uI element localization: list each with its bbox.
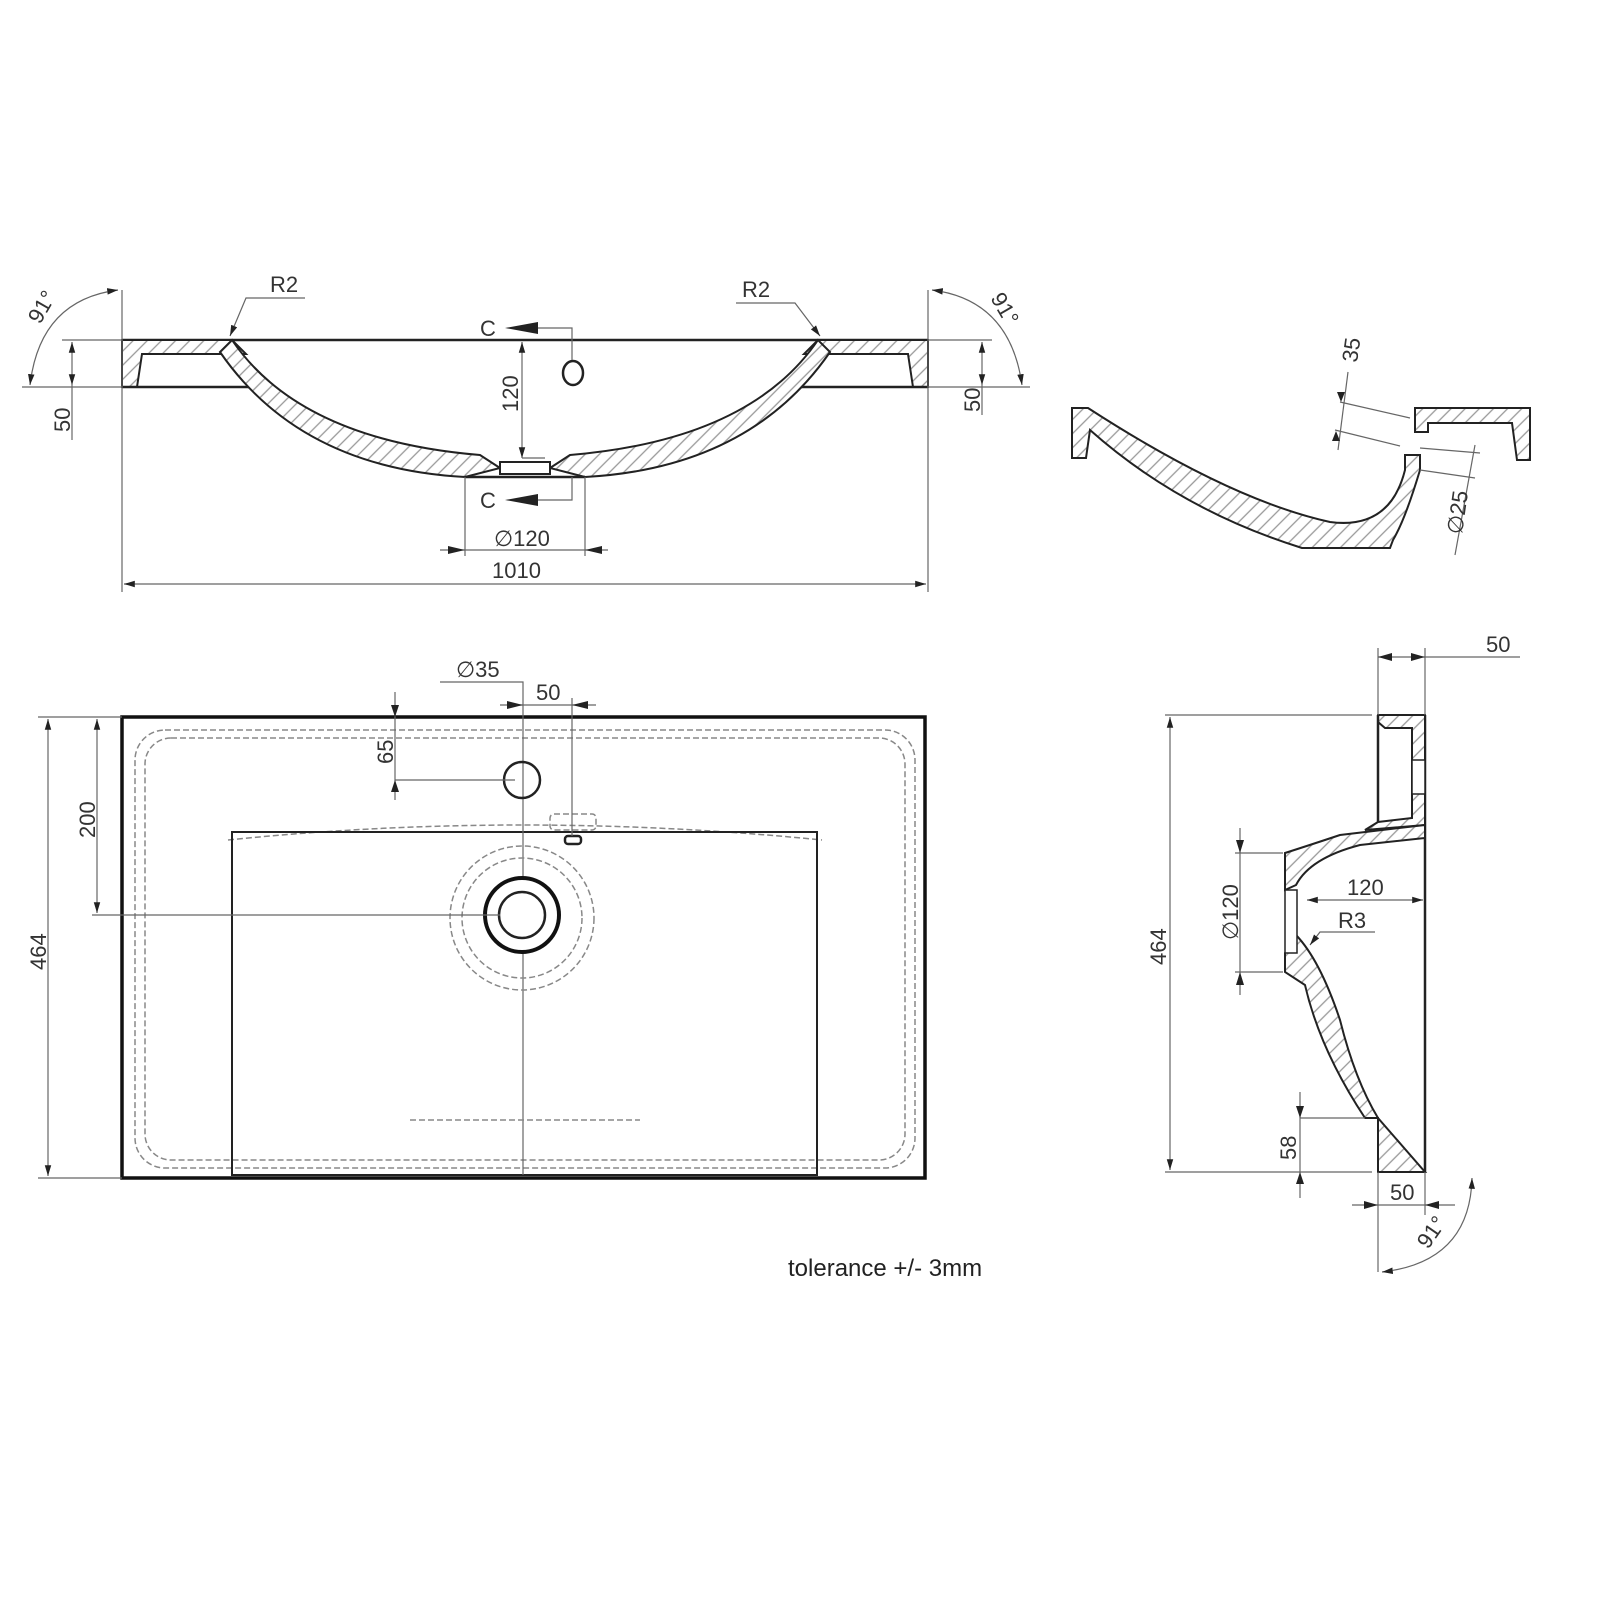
bowl-wall-left bbox=[218, 338, 503, 479]
section-line-top bbox=[538, 327, 573, 360]
overflow-ext-2 bbox=[1334, 429, 1401, 447]
radius-left-label: R2 bbox=[270, 272, 298, 297]
overflow-dim-arrows bbox=[1332, 392, 1345, 441]
hidden-inner-edge-1 bbox=[134, 729, 916, 1169]
section-arrow-bottom bbox=[505, 494, 538, 506]
drain-offset-label: 200 bbox=[75, 801, 100, 838]
drain-diameter-label: ∅120 bbox=[494, 526, 550, 551]
radius-right-label: R2 bbox=[742, 277, 770, 302]
section-c-bowl-profile bbox=[1071, 407, 1421, 549]
tolerance-note: tolerance +/- 3mm bbox=[788, 1255, 982, 1282]
overall-width-label: 1010 bbox=[492, 558, 541, 583]
tap-hole bbox=[561, 359, 585, 387]
rim-height-right-label: 50 bbox=[960, 388, 985, 412]
section-c-view: 35 ∅25 bbox=[1071, 336, 1531, 556]
side-drain-opening bbox=[1284, 889, 1298, 954]
angle-arc-right bbox=[931, 288, 1024, 386]
overflow-ext-1 bbox=[1339, 401, 1411, 419]
overflow-dia-line bbox=[1454, 444, 1476, 556]
side-section-view: 50 464 ∅120 120 R3 58 50 91° bbox=[1146, 632, 1520, 1274]
radius-leader bbox=[1309, 931, 1375, 946]
side-angle-arc bbox=[1381, 1177, 1475, 1274]
tap-diameter-leader bbox=[440, 681, 524, 700]
overflow-dia-ext-2 bbox=[1419, 469, 1476, 479]
bowl-outline bbox=[231, 831, 818, 1176]
side-drain-diameter-label: ∅120 bbox=[1218, 884, 1243, 940]
angle-right-label: 91° bbox=[986, 288, 1024, 329]
drain-depth-label: 120 bbox=[1347, 875, 1384, 900]
plan-view: 464 200 65 ∅35 50 bbox=[26, 657, 927, 1180]
drain-hidden-outer bbox=[449, 845, 595, 991]
side-lower-wall bbox=[1284, 933, 1428, 1173]
section-arrow-top bbox=[505, 322, 538, 334]
bottom-rim-width-label: 50 bbox=[1390, 1180, 1414, 1205]
overflow-diameter-label: ∅25 bbox=[1442, 489, 1473, 536]
overflow-hole bbox=[563, 834, 583, 846]
bowl-wall-right bbox=[547, 338, 832, 479]
depth-label: 120 bbox=[498, 375, 523, 412]
front-section-view: C C 120 ∅120 1010 50 50 91° 91° bbox=[22, 272, 1030, 592]
side-overflow-hole bbox=[1411, 759, 1426, 795]
overflow-slot bbox=[549, 813, 597, 831]
overflow-dim-line bbox=[1337, 371, 1349, 451]
tap-diameter-label: ∅35 bbox=[456, 657, 500, 682]
top-rim-arrows bbox=[1378, 653, 1425, 661]
section-line-bottom bbox=[538, 477, 573, 501]
rim-height-left-label: 50 bbox=[50, 408, 75, 432]
drain-hidden-inner bbox=[461, 857, 583, 979]
overflow-offset-label: 50 bbox=[536, 680, 560, 705]
angle-arc-left bbox=[28, 288, 119, 386]
overflow-offset-label: 35 bbox=[1337, 336, 1365, 364]
top-rim-width-label: 50 bbox=[1486, 632, 1510, 657]
section-marker-bottom: C bbox=[480, 488, 496, 513]
radius-leader-left bbox=[229, 297, 305, 337]
side-depth-label: 464 bbox=[1146, 928, 1171, 965]
section-marker-top: C bbox=[480, 316, 496, 341]
tap-offset-label: 65 bbox=[373, 740, 398, 764]
radius-label: R3 bbox=[1338, 908, 1366, 933]
overall-depth-label: 464 bbox=[26, 933, 51, 970]
front-height-label: 58 bbox=[1276, 1136, 1301, 1160]
overflow-dia-ext-1 bbox=[1419, 447, 1481, 454]
section-c-rim-profile bbox=[1414, 407, 1531, 461]
drain-opening bbox=[499, 461, 551, 475]
radius-leader-right bbox=[736, 302, 821, 337]
side-upper-wall bbox=[1284, 823, 1426, 892]
hidden-inner-edge-2 bbox=[144, 737, 906, 1161]
